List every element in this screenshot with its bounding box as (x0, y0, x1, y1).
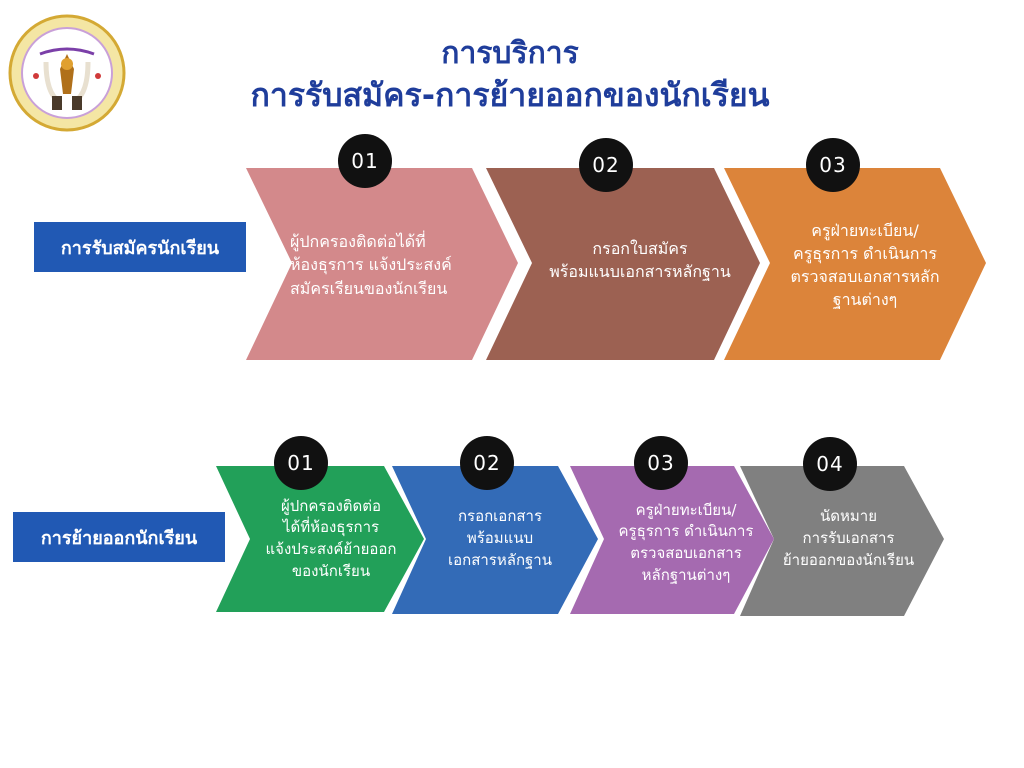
transfer-step-1-badge: 01 (274, 436, 328, 490)
admission-step-2-badge: 02 (579, 138, 633, 192)
admission-step-2-chevron (486, 168, 760, 360)
transfer-step-4-badge: 04 (803, 437, 857, 491)
admission-chevrons (246, 168, 986, 360)
page-title: การบริการ (441, 36, 579, 71)
transfer-step-2-badge: 02 (460, 436, 514, 490)
transfer-label: การย้ายออกนักเรียน (13, 512, 225, 562)
admission-step-1-chevron (246, 168, 518, 360)
transfer-step-3-chevron (570, 466, 774, 614)
transfer-step-1-text: ผู้ปกครองติดต่อ ได้ที่ห้องธุรการ แจ้งประ… (265, 496, 397, 580)
admission-step-1-badge: 01 (338, 134, 392, 188)
transfer-step-4-text: นัดหมาย การรับเอกสาร ย้ายออกของนักเรียน (782, 507, 915, 569)
transfer-step-3-text: ครูฝ่ายทะเบียน/ ครูธุรการ ดำเนินการ ตรวจ… (618, 500, 754, 584)
admission-step-3-chevron (724, 168, 986, 360)
page-subtitle: การรับสมัคร-การย้ายออกของนักเรียน (250, 76, 770, 114)
admission-step-1-text: ผู้ปกครองติดต่อได้ที่ ห้องธุรการ แจ้งประ… (290, 232, 452, 298)
admission-label: การรับสมัครนักเรียน (34, 222, 246, 272)
transfer-step-1-chevron (216, 466, 424, 612)
transfer-step-2-chevron (392, 466, 598, 614)
transfer-step-4-chevron (740, 466, 944, 616)
admission-step-2-text: กรอกใบสมัคร พร้อมแนบเอกสารหลักฐาน (549, 238, 731, 281)
transfer-step-2-text: กรอกเอกสาร พร้อมแนบ เอกสารหลักฐาน (448, 507, 552, 569)
transfer-step-3-badge: 03 (634, 436, 688, 490)
school-logo (8, 14, 126, 132)
admission-step-3-text: ครูฝ่ายทะเบียน/ ครูธุรการ ดำเนินการ ตรวจ… (790, 220, 940, 310)
transfer-chevrons (216, 466, 944, 616)
admission-step-3-badge: 03 (806, 138, 860, 192)
